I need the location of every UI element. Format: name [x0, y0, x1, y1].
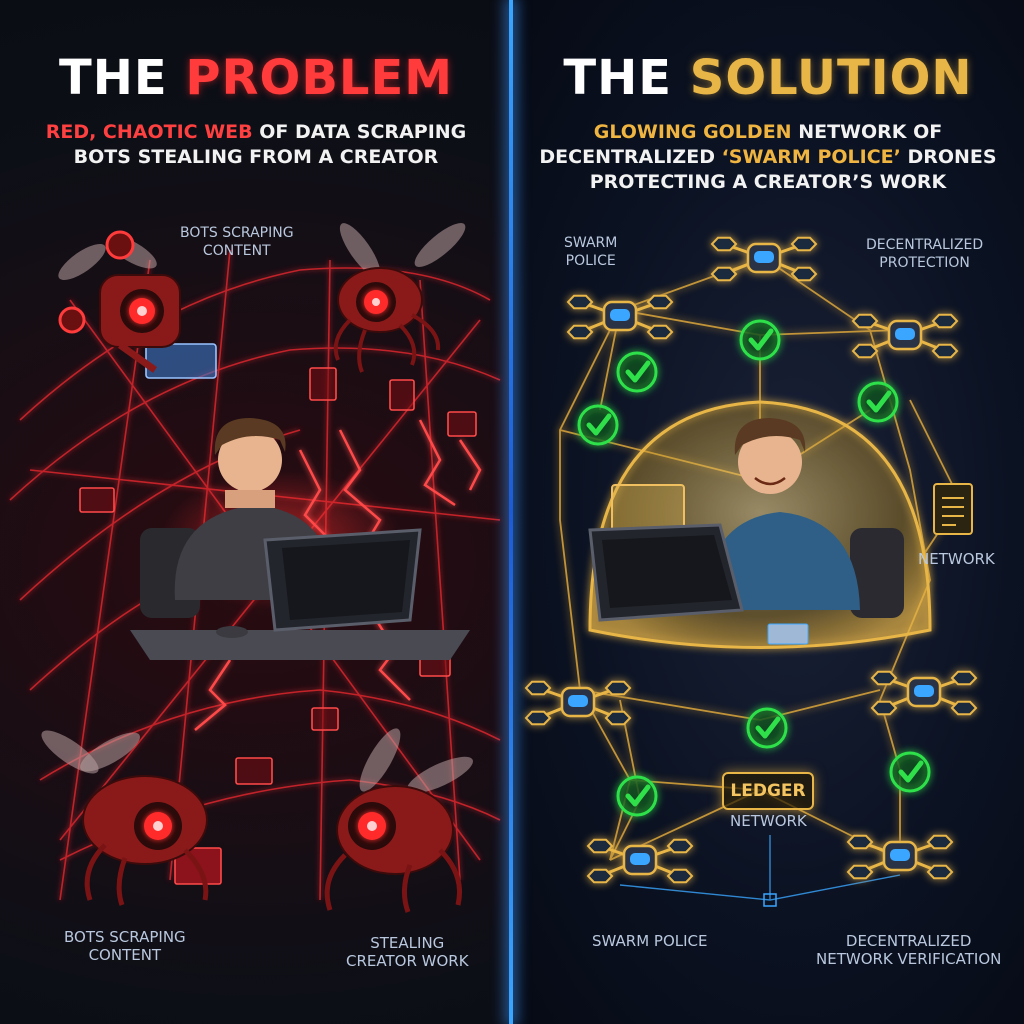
stressed-creator	[130, 418, 470, 660]
drone-icon	[846, 834, 954, 880]
drone-icon	[566, 294, 674, 340]
label-line: BOTS SCRAPING	[64, 928, 186, 946]
label-line: CREATOR WORK	[346, 952, 469, 970]
solution-subtitle-line1: NETWORK OF	[791, 121, 943, 143]
solution-title-prefix: THE	[563, 50, 690, 106]
label-line: NETWORK VERIFICATION	[816, 950, 1002, 968]
problem-subtitle-line2: BOTS STEALING FROM A CREATOR	[73, 146, 439, 168]
red-bot-top-left	[58, 230, 181, 373]
document-icon	[933, 483, 973, 535]
label-network-bottom: NETWORK	[730, 812, 807, 830]
label-bots-scraping-bottom: BOTS SCRAPING CONTENT	[64, 928, 186, 964]
solution-title: THE SOLUTION	[512, 50, 1024, 106]
label-swarm-police-bottom: SWARM POLICE	[592, 932, 708, 950]
check-icon	[746, 707, 788, 749]
red-bot-bottom-right	[324, 728, 473, 913]
solution-title-accent: SOLUTION	[689, 50, 973, 106]
check-icon	[577, 404, 619, 446]
label-network-mid: NETWORK	[918, 550, 995, 568]
drone-icon	[524, 680, 632, 726]
drone-icon	[851, 313, 959, 359]
label-bots-scraping-top: BOTS SCRAPING CONTENT	[180, 224, 294, 260]
problem-subtitle-line1: OF DATA SCRAPING	[252, 121, 467, 143]
drone-icon	[586, 838, 694, 884]
problem-title-accent: PROBLEM	[185, 50, 454, 106]
check-icon	[739, 319, 781, 361]
problem-subtitle: RED, CHAOTIC WEB OF DATA SCRAPING BOTS S…	[0, 120, 512, 170]
problem-subtitle-highlight: RED, CHAOTIC WEB	[45, 121, 253, 143]
check-icon	[889, 751, 931, 793]
check-icon	[857, 381, 899, 423]
solution-subtitle: GLOWING GOLDEN NETWORK OF DECENTRALIZED …	[512, 120, 1024, 195]
solution-subtitle-line3: PROTECTING A CREATOR’S WORK	[589, 171, 947, 193]
swarm-drones	[524, 236, 978, 884]
label-line: POLICE	[565, 253, 616, 269]
verification-lines	[619, 835, 901, 901]
label-line: BOTS SCRAPING	[180, 225, 294, 241]
happy-creator	[588, 418, 904, 645]
label-line: CONTENT	[202, 243, 271, 259]
drone-icon	[710, 236, 818, 282]
check-icon	[616, 775, 658, 817]
label-line: SWARM	[564, 235, 618, 251]
check-icon	[616, 351, 658, 393]
red-bot-top-right	[333, 223, 466, 373]
label-line: CONTENT	[88, 946, 162, 964]
label-line: DECENTRALIZED	[866, 237, 984, 253]
center-divider	[509, 0, 513, 1024]
label-line: DECENTRALIZED	[845, 932, 972, 950]
verified-checks	[577, 319, 931, 817]
label-stealing-creator-work: STEALING CREATOR WORK	[346, 934, 469, 970]
problem-title-prefix: THE	[58, 50, 186, 106]
solution-subtitle-line2-suffix: DRONES	[900, 146, 997, 168]
problem-title: THE PROBLEM	[0, 50, 512, 106]
drone-icon	[870, 670, 978, 716]
label-line: PROTECTION	[879, 255, 970, 271]
label-decentralized-protection: DECENTRALIZED PROTECTION	[866, 236, 983, 272]
label-swarm-police-top: SWARM POLICE	[564, 234, 617, 270]
solution-subtitle-line2-prefix: DECENTRALIZED	[539, 146, 722, 168]
label-line: STEALING	[370, 934, 445, 952]
solution-subtitle-highlight: GLOWING GOLDEN	[593, 121, 792, 143]
red-bot-bottom-left	[41, 730, 209, 906]
solution-subtitle-swarm: ‘SWARM POLICE’	[721, 146, 901, 168]
ledger-box: LEDGER	[722, 772, 814, 810]
label-network-verification: DECENTRALIZED NETWORK VERIFICATION	[816, 932, 1001, 968]
cube-icon	[763, 893, 777, 907]
